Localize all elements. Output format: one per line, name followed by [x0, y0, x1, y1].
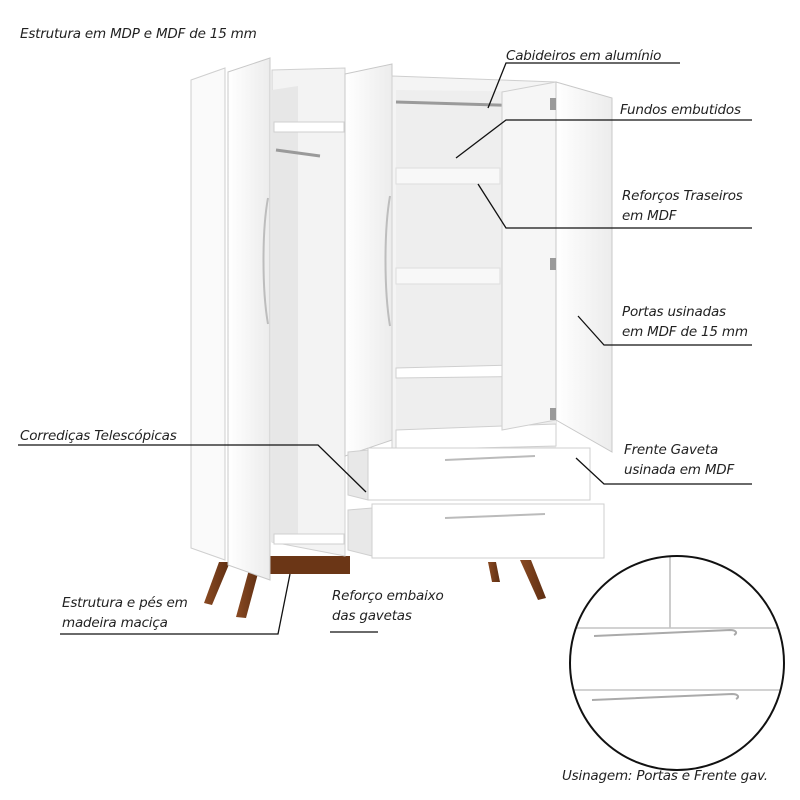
leader-lines [18, 62, 752, 635]
under-drawer-label-line2: das gavetas [332, 608, 412, 624]
reinforcements-label-line1: Reforços Traseiros [622, 188, 743, 204]
doors-label-line2: em MDF de 15 mm [622, 324, 748, 340]
middle-door [344, 63, 393, 457]
right-door [501, 81, 613, 453]
machining-caption: Usinagem: Portas e Frente gav. [562, 768, 768, 784]
legs-label-line1: Estrutura e pés em [62, 595, 188, 611]
reinforcements-label-line2: em MDF [622, 208, 677, 224]
drawers [347, 447, 605, 559]
machining-detail-circle [569, 555, 785, 771]
drawer-front-label-line1: Frente Gaveta [624, 442, 719, 458]
left-compartment [271, 67, 346, 557]
drawer-front-label-line2: usinada em MDF [624, 462, 735, 478]
backs-label: Fundos embutidos [620, 102, 741, 118]
hangers-label: Cabideiros em alumínio [506, 48, 662, 64]
left-side-panel [190, 67, 226, 561]
slides-label: Corrediças Telescópicas [20, 428, 177, 444]
under-drawer-label-line1: Reforço embaixo [332, 588, 444, 604]
left-door [227, 57, 271, 581]
structure-label: Estrutura em MDP e MDF de 15 mm [20, 26, 257, 42]
doors-label-line1: Portas usinadas [622, 304, 726, 320]
legs-label-line2: madeira maciça [62, 615, 168, 631]
wooden-legs [204, 556, 546, 618]
